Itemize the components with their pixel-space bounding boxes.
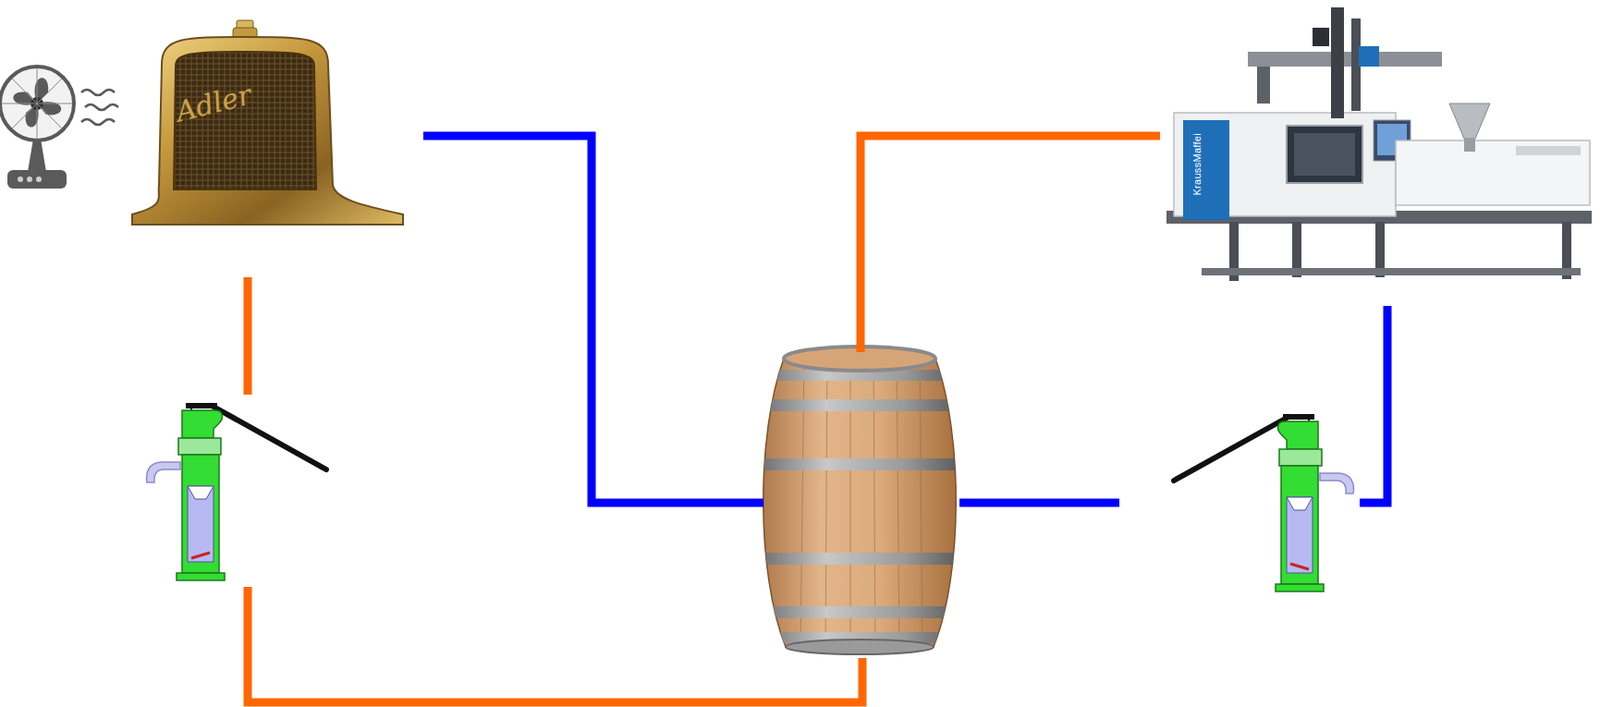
brand-name: Adler <box>172 78 256 129</box>
injection-molding-machine-illustration <box>1286 125 1363 184</box>
pipe-connector <box>860 135 1161 353</box>
hand-pump-node <box>158 394 327 587</box>
injection-molding-machine-illustration <box>1395 140 1590 206</box>
barrel-illustration <box>748 606 971 619</box>
injection-molding-machine-illustration <box>1257 66 1271 104</box>
injection-molding-machine-illustration <box>1166 7 1592 281</box>
injection-molding-machine-illustration <box>1358 46 1380 67</box>
pipe-connector <box>423 135 764 503</box>
barrel-illustration <box>748 458 971 471</box>
fan-illustration <box>1 68 73 139</box>
injection-molding-machine-illustration <box>1247 51 1442 67</box>
injection-molding-machine-illustration <box>1449 103 1491 139</box>
barrel-illustration <box>748 369 971 644</box>
barrel-illustration <box>748 399 971 412</box>
barrel-illustration <box>748 346 971 657</box>
hand-pump-node <box>1119 408 1360 598</box>
barrel-illustration <box>785 639 934 655</box>
injection-molding-machine-illustration <box>1312 27 1330 47</box>
radiator-node: Adler <box>132 20 424 278</box>
injection-molding-machine-illustration <box>1331 7 1344 119</box>
hand-pump-illustration <box>1173 414 1354 592</box>
fan-illustration <box>0 66 74 141</box>
barrel-node <box>763 352 960 659</box>
pipe-connector <box>959 499 1120 508</box>
barrel-illustration <box>748 552 971 565</box>
fan-illustration <box>26 176 33 183</box>
injection-molding-machine-illustration <box>1183 120 1230 220</box>
pipe-connector <box>1359 305 1388 503</box>
injection-molding-machine-illustration <box>1464 138 1476 152</box>
fan-illustration <box>81 119 115 125</box>
fan-illustration <box>17 176 24 183</box>
hand-pump-illustration <box>146 403 327 581</box>
brand-name: KraussMaffei <box>1191 133 1203 196</box>
fan-illustration <box>36 176 42 183</box>
fan-illustration <box>81 89 115 96</box>
fan-illustration <box>7 170 67 189</box>
injection-molding-machine-illustration <box>1515 146 1581 156</box>
fan-illustration <box>27 138 47 172</box>
radiator-illustration <box>132 20 404 225</box>
injection-molding-machine-node: KraussMaffei <box>1160 5 1598 306</box>
radiator-illustration <box>132 36 404 225</box>
injection-molding-machine-illustration <box>1201 268 1581 276</box>
fan-illustration <box>0 66 119 189</box>
pipe-connector <box>244 277 253 395</box>
fan-illustration <box>85 104 119 110</box>
injection-molding-machine-illustration <box>1294 133 1356 176</box>
pipe-connector <box>247 586 863 703</box>
